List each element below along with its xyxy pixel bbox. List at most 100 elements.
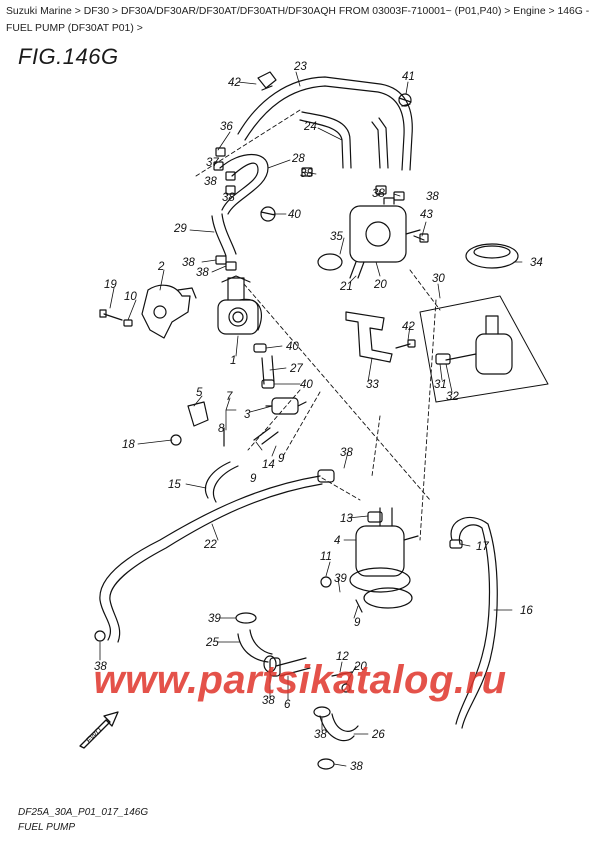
callout[interactable]: 38: [340, 447, 353, 459]
callout[interactable]: 9: [354, 617, 361, 629]
callout[interactable]: 26: [371, 729, 385, 741]
clamp-42-top[interactable]: [398, 93, 412, 107]
callout[interactable]: 3: [244, 409, 251, 421]
callout[interactable]: 17: [476, 541, 489, 553]
clamp-38-pump[interactable]: [375, 185, 405, 201]
callout[interactable]: 28: [291, 153, 305, 165]
joint-6[interactable]: [269, 657, 311, 677]
callout[interactable]: 8: [218, 423, 225, 435]
hose-24[interactable]: [99, 475, 323, 643]
callout[interactable]: 40: [286, 341, 299, 353]
callout[interactable]: 14: [262, 459, 275, 471]
callout[interactable]: 10: [124, 291, 137, 303]
clamp-40-b[interactable]: [313, 706, 331, 718]
breadcrumb-link-fuel-pump[interactable]: 146G - FUEL PUMP (DF30AT P01): [6, 6, 590, 34]
clamp-38-group-top[interactable]: [213, 147, 236, 195]
callout[interactable]: 38: [196, 267, 209, 279]
clamp-41[interactable]: [235, 612, 257, 624]
callout[interactable]: 38: [262, 695, 275, 707]
fuel-pump-4[interactable]: [349, 507, 419, 609]
clamp-42-mid[interactable]: [260, 206, 276, 222]
callout[interactable]: 16: [520, 605, 533, 617]
callout[interactable]: 27: [289, 363, 303, 375]
clip-11[interactable]: [123, 319, 133, 327]
callout[interactable]: 39: [208, 613, 221, 625]
bolt-45[interactable]: [413, 233, 429, 243]
clamp-39-top[interactable]: [253, 343, 267, 353]
fuel-filter-assembly-1[interactable]: [217, 275, 262, 335]
callout[interactable]: 7: [226, 391, 233, 403]
callout[interactable]: 19: [104, 279, 117, 291]
callout[interactable]: 32: [446, 391, 459, 403]
callout[interactable]: 37: [206, 157, 219, 169]
washer-12[interactable]: [320, 576, 332, 588]
callout[interactable]: 40: [300, 379, 313, 391]
callout[interactable]: 9: [278, 453, 285, 465]
callout[interactable]: 39: [334, 573, 347, 585]
fuel-pump-body-22[interactable]: [349, 197, 421, 263]
callout[interactable]: 42: [228, 77, 241, 89]
breadcrumb-link-engine[interactable]: Engine: [513, 6, 546, 17]
callout[interactable]: 6: [284, 699, 291, 711]
bracket-5[interactable]: [187, 401, 209, 427]
clamp-38-pair-mid[interactable]: [215, 255, 237, 271]
callout[interactable]: 21: [339, 281, 353, 293]
callout[interactable]: 35: [330, 231, 343, 243]
screw-13[interactable]: [331, 671, 353, 677]
hose-25[interactable]: [237, 76, 413, 171]
callout[interactable]: 24: [303, 121, 317, 133]
callout[interactable]: 38: [204, 176, 217, 188]
joint-15[interactable]: [253, 427, 279, 445]
callout[interactable]: 41: [402, 71, 415, 83]
clip-19[interactable]: [170, 434, 182, 446]
callout[interactable]: 38: [426, 191, 439, 203]
breadcrumb-link-df30[interactable]: DF30: [83, 6, 110, 17]
callout[interactable]: 13: [340, 513, 353, 525]
callout[interactable]: 25: [205, 637, 219, 649]
bolt-44[interactable]: [395, 339, 416, 349]
callout[interactable]: 38: [300, 168, 313, 180]
callout[interactable]: 29: [173, 223, 187, 235]
callout[interactable]: 30: [432, 273, 445, 285]
callout[interactable]: 18: [122, 439, 135, 451]
clamp-40-c[interactable]: [317, 758, 335, 770]
bracket-2[interactable]: [141, 284, 197, 339]
callout[interactable]: 4: [334, 535, 340, 547]
fuel-filter-32-box[interactable]: [419, 295, 549, 403]
bolt-20[interactable]: [99, 309, 123, 321]
callout[interactable]: 34: [530, 257, 543, 269]
callout[interactable]: 9: [250, 473, 257, 485]
cap-14[interactable]: [367, 511, 383, 523]
callout[interactable]: 15: [168, 479, 181, 491]
callout[interactable]: 20: [373, 279, 387, 291]
breadcrumb-link-model[interactable]: DF30A/DF30AR/DF30AT/DF30ATH/DF30AQH FROM…: [120, 6, 502, 17]
callout[interactable]: 2: [157, 261, 165, 273]
bracket-35[interactable]: [345, 311, 393, 363]
breadcrumb-link-suzuki-marine[interactable]: Suzuki Marine: [6, 6, 72, 17]
callout[interactable]: 38: [350, 761, 363, 773]
gasket-37[interactable]: [317, 253, 343, 271]
hose-16[interactable]: [204, 461, 239, 503]
callout[interactable]: 40: [288, 209, 301, 221]
callout[interactable]: 20: [353, 661, 367, 673]
hose-17[interactable]: [450, 516, 498, 729]
callout[interactable]: 22: [203, 539, 217, 551]
hose-30[interactable]: [219, 154, 269, 215]
clip-36[interactable]: [465, 243, 519, 269]
callout[interactable]: 38: [182, 257, 195, 269]
clamp-43[interactable]: [257, 71, 277, 91]
callout[interactable]: 38: [94, 661, 107, 673]
callout[interactable]: 43: [420, 209, 433, 221]
callout[interactable]: 11: [320, 551, 332, 563]
joint-38-long-hose[interactable]: [317, 469, 335, 483]
callout[interactable]: 38: [314, 729, 327, 741]
callout[interactable]: 5: [196, 387, 203, 399]
pump-nozzle-23[interactable]: [349, 261, 365, 279]
callout[interactable]: 38: [372, 188, 385, 200]
callout[interactable]: 38: [222, 192, 235, 204]
callout[interactable]: 42: [402, 321, 415, 333]
callout[interactable]: 12: [336, 651, 349, 663]
connector-33[interactable]: [435, 353, 451, 365]
hose-26[interactable]: [299, 111, 389, 169]
callout[interactable]: 33: [366, 379, 379, 391]
